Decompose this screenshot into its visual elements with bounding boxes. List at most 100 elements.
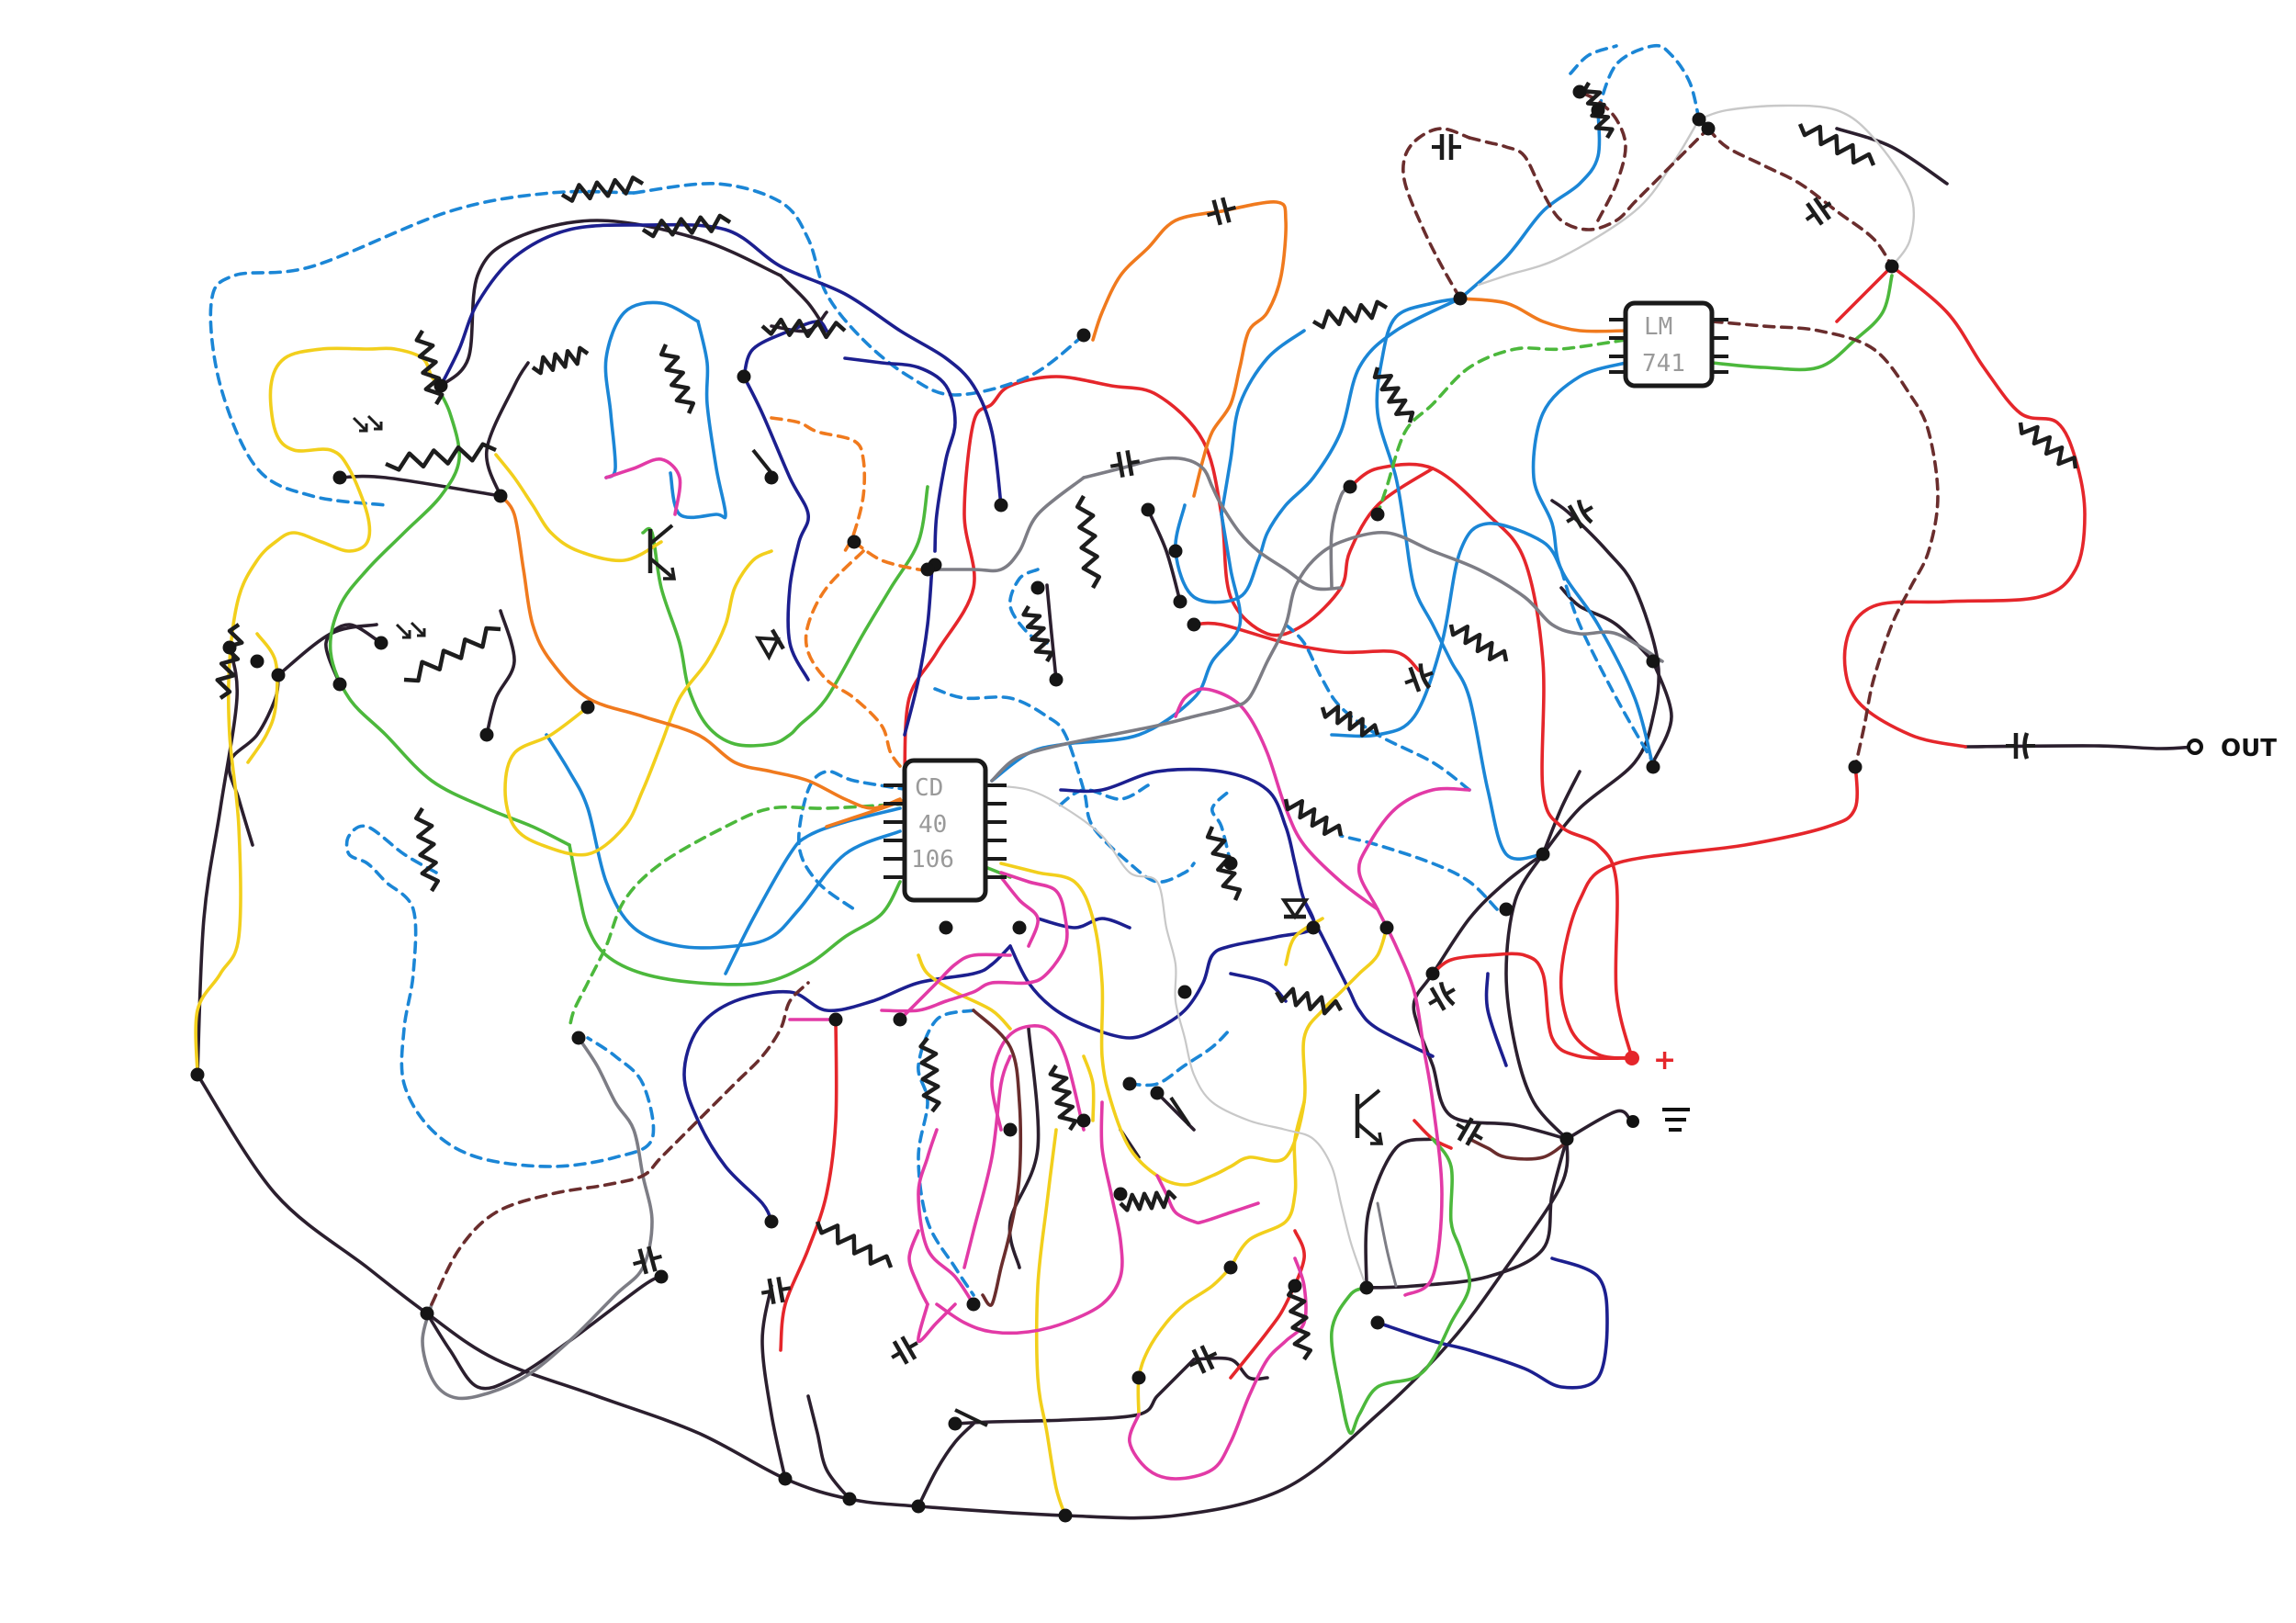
switch-1 — [1169, 1096, 1191, 1127]
wire-blue-57 — [1569, 44, 1618, 75]
resistor-3 — [403, 626, 501, 683]
wire-blue-53 — [1330, 522, 1563, 738]
wire-ink-7 — [1365, 1137, 1569, 1290]
wire-orange-103 — [499, 494, 902, 810]
wire-blue-58 — [344, 824, 656, 1168]
diode-0 — [754, 628, 785, 661]
capacitor-8 — [1456, 1117, 1483, 1146]
junction-node — [1049, 672, 1064, 687]
transistor-1 — [1355, 1088, 1384, 1145]
plus-label: + — [1653, 1044, 1676, 1076]
junction-node — [1122, 1076, 1137, 1091]
wire-green-81 — [1710, 274, 1894, 372]
wire-gray-123 — [1376, 1201, 1398, 1288]
junction-node — [1453, 291, 1468, 306]
wire-pink-109 — [1356, 786, 1471, 1297]
positive-supply-terminal: + — [1625, 1044, 1676, 1076]
wire-yellow-93 — [999, 862, 1389, 1187]
junction-node — [1076, 328, 1091, 343]
wire-red-38 — [903, 375, 1435, 773]
junction-node — [1885, 259, 1899, 274]
junction-node — [1370, 507, 1385, 522]
wire-navy-78 — [1376, 1257, 1609, 1390]
wire-blue-45 — [1174, 297, 1462, 604]
junction-node — [1058, 1508, 1073, 1523]
wire-red-37 — [1348, 462, 1634, 1060]
wire-blue-47 — [1220, 329, 1306, 516]
chip-cd40106-label-1: CD — [915, 774, 943, 802]
resistor-8 — [760, 317, 847, 340]
junction-node — [1177, 985, 1192, 999]
junction-node — [374, 636, 388, 650]
wire-blue-51 — [669, 320, 727, 520]
resistor-2 — [385, 442, 497, 472]
wire-yellow-96 — [1136, 1266, 1232, 1416]
junction-node — [271, 668, 286, 682]
wire-ink-0 — [196, 1073, 1570, 1520]
chip-lm741-label-1: LM — [1644, 313, 1672, 341]
wire-orange-101 — [1192, 200, 1288, 498]
transistor-0 — [647, 524, 677, 580]
wire-yellow-94 — [1034, 1128, 1067, 1517]
capacitor-1 — [1109, 449, 1141, 479]
wire-blue-62 — [1128, 1027, 1232, 1088]
junction-node — [1187, 617, 1201, 632]
junction-node — [1572, 85, 1587, 99]
junction-node — [1076, 1113, 1091, 1128]
wire-blue-65 — [917, 1009, 975, 1297]
wire-blue-54 — [208, 189, 636, 507]
wire-brown-134 — [1706, 127, 1894, 268]
wire-blue-68 — [1559, 568, 1655, 764]
resistor-11 — [1311, 299, 1389, 330]
wire-pink-111 — [880, 871, 1069, 1013]
junction-node — [493, 489, 508, 503]
resistor-4 — [215, 623, 244, 700]
wire-brown-132 — [1401, 127, 1471, 300]
resistor-19 — [1275, 986, 1343, 1016]
junction-node — [764, 1214, 779, 1229]
junction-node — [1343, 479, 1357, 494]
wire-navy-77 — [682, 944, 1012, 1223]
wire-ink-27 — [1541, 770, 1581, 856]
wire-ink-2 — [425, 1275, 663, 1391]
junction-node — [1591, 103, 1605, 118]
ground-symbol — [1626, 1108, 1690, 1132]
wire-ink-11 — [1835, 127, 1949, 186]
wire-red-41 — [1229, 1229, 1306, 1380]
junction-node — [1646, 760, 1660, 774]
junction-node — [1306, 920, 1321, 935]
junction-node — [1692, 112, 1706, 127]
wire-gray-127 — [926, 476, 1086, 573]
wire-pink-110 — [1174, 687, 1379, 911]
wire-lightgray-130 — [1477, 118, 1701, 287]
junction-node — [479, 727, 494, 742]
wire-ink-5 — [1541, 499, 1661, 856]
wire-orange-106 — [804, 549, 906, 773]
wire-ink-24 — [917, 1422, 975, 1508]
junction-node — [1370, 1315, 1385, 1330]
wire-gray-124 — [990, 530, 1664, 783]
junction-node — [433, 378, 448, 393]
junction-node — [420, 1306, 434, 1321]
wire-red-39 — [1192, 621, 1421, 672]
wire-pink-113 — [898, 952, 1012, 1021]
wire-ink-6 — [1504, 852, 1569, 1141]
resistor-15 — [1320, 704, 1380, 738]
wire-yellow-97 — [1229, 1100, 1306, 1269]
junction-node — [1288, 1279, 1302, 1293]
wire-ink-30 — [1146, 508, 1182, 603]
junction-node — [654, 1269, 669, 1284]
junction-node — [828, 1012, 843, 1027]
wire-pink-112 — [999, 875, 1040, 948]
junction-node — [1173, 594, 1187, 609]
wire-navy-74 — [1059, 767, 1435, 1058]
switch-2 — [954, 1408, 988, 1427]
electrolytic-capacitor-4 — [2006, 732, 2035, 760]
wire-blue-56 — [1596, 43, 1701, 121]
wire-orange-104 — [770, 416, 867, 553]
wire-ink-26 — [1192, 1356, 1269, 1381]
wire-ink-28 — [1007, 1027, 1041, 1269]
wire-navy-72 — [843, 356, 957, 553]
wire-pink-121 — [1128, 1257, 1308, 1481]
light-sensor-arrows-icon — [395, 621, 426, 639]
